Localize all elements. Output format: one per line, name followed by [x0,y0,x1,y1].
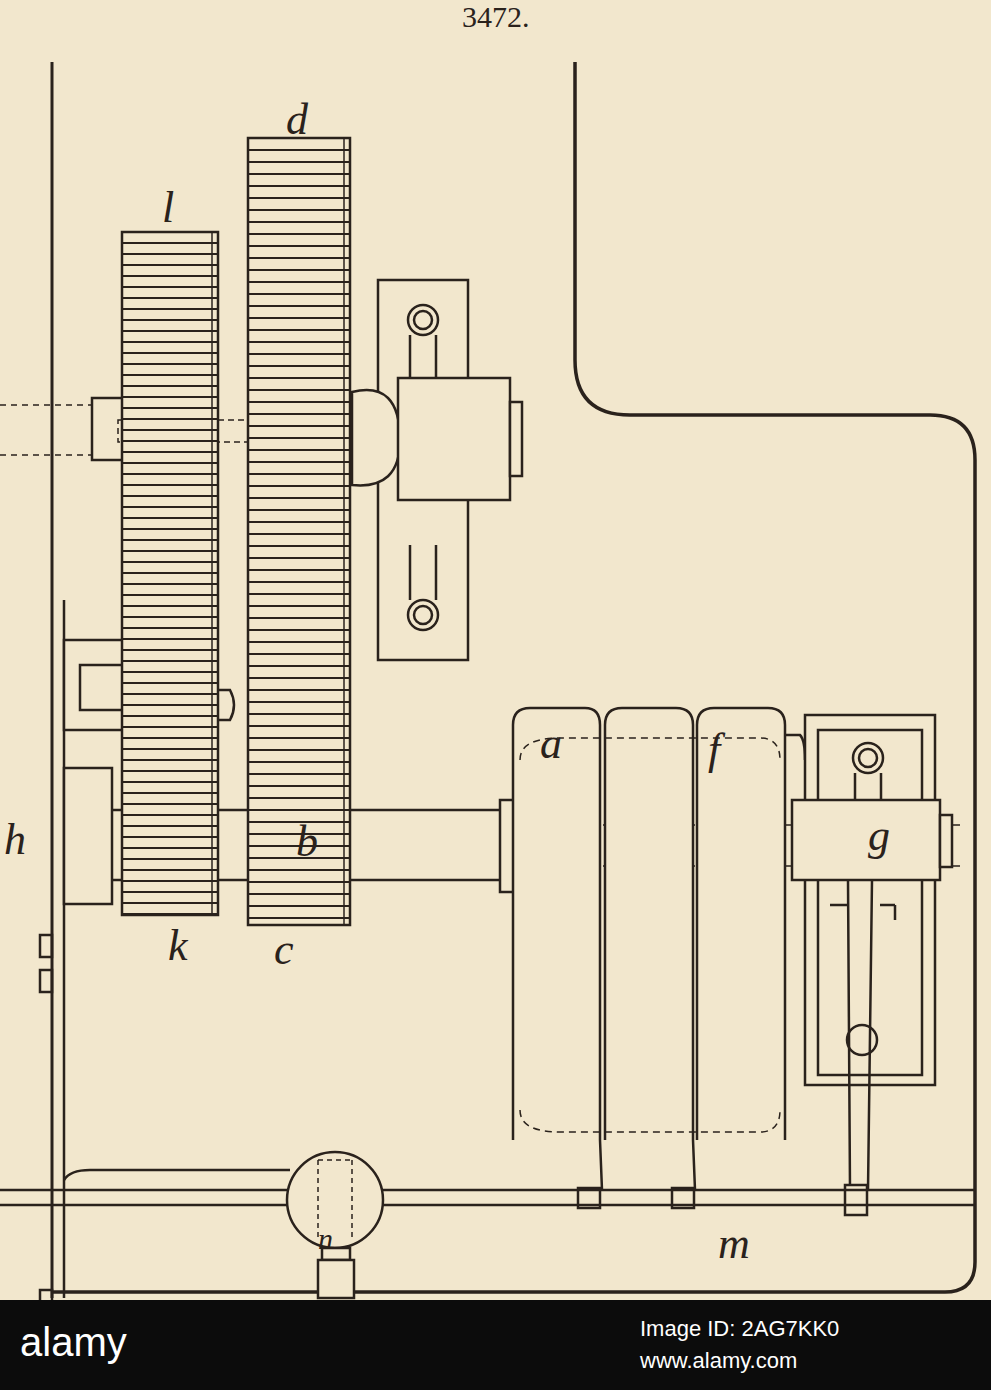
part-letter: b [296,820,318,864]
part-letter: m [718,1222,750,1266]
figure-number: 3472. [462,2,530,32]
part-letter: g [868,814,890,858]
watermark: www.alamy.com [640,1350,797,1372]
part-letter: f [708,728,720,772]
watermark: alamy [20,1322,127,1362]
part-letter: l [162,186,174,230]
part-letter: h [4,818,26,862]
part-letter: n [318,1224,333,1254]
part-letter: c [274,928,294,972]
part-letter: a [540,722,562,766]
watermark: Image ID: 2AG7KK0 [640,1318,839,1340]
part-letter: d [286,98,308,142]
part-letter: k [168,924,188,968]
